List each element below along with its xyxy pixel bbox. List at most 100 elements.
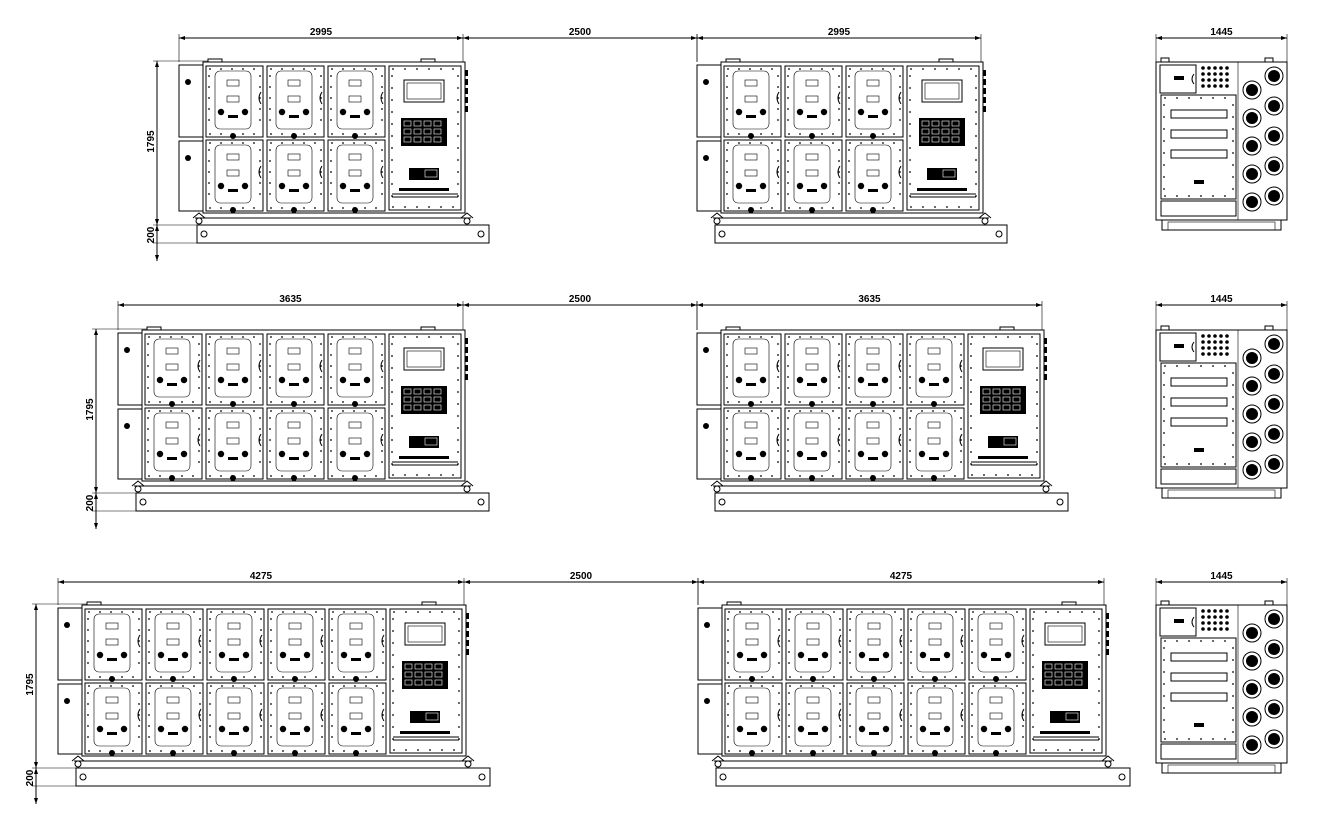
bolt [1022,629,1024,631]
pushbutton-icon [364,651,372,659]
arrow-head [698,580,704,584]
bolt [848,108,850,110]
bolt [789,750,791,752]
connector-icon [1264,454,1284,474]
bolt [292,68,294,70]
arrow-head [34,768,38,774]
bolt [750,685,752,687]
bolt [342,401,344,403]
bolt [970,451,972,453]
label-plate [807,457,817,460]
arrow-head [1281,36,1287,40]
bolt [1098,726,1100,728]
bolt [899,75,901,77]
bolt [342,207,344,209]
bolt [899,160,901,162]
door-handle-icon [776,165,780,179]
bolt [458,714,460,716]
bolt [777,343,779,345]
operating-knob-icon [231,676,237,682]
label-plate [929,457,939,460]
keypad-key [1012,388,1021,395]
gland-icon [704,622,710,628]
bolt [281,401,283,403]
bolt [909,387,911,389]
bolt [961,651,963,653]
bolt [303,475,305,477]
bolt [983,685,985,687]
bolt [159,475,161,477]
bolt [320,119,322,121]
arrow-head [34,762,38,768]
bolt [961,714,963,716]
bolt [899,387,901,389]
base-hole [477,230,485,238]
module-door [906,333,965,406]
bolt [760,401,762,403]
keypad-key [424,679,433,686]
side-fitting [1106,640,1109,646]
bolt [254,685,256,687]
bolt [121,685,123,687]
bolt [457,147,459,149]
indicator-window [744,95,758,103]
bolt [253,68,255,70]
pushbutton-icon [217,450,225,458]
operating-knob-icon [809,401,815,407]
feeder-module [327,65,386,139]
indicator-window [806,622,820,630]
bolt [209,68,211,70]
bolt [934,68,936,70]
bolt [320,108,322,110]
bolt [1098,654,1100,656]
bolt [727,736,729,738]
bolt [1212,640,1214,642]
bolt [1163,695,1165,697]
module-door [84,608,143,681]
bolt [138,714,140,716]
bolt [739,685,741,687]
bolt [199,618,201,620]
bolt [392,738,394,740]
bolt [1007,474,1009,476]
label-plate [350,457,360,460]
bolt [428,336,430,338]
door-handle-icon [319,165,323,179]
bolt [320,461,322,463]
bolt [330,354,332,356]
feeder-module [205,139,264,213]
arrow-head [697,303,703,307]
bolt [883,685,885,687]
keypad-key [1054,671,1063,678]
base-frame [1161,487,1282,499]
bolt [281,207,283,209]
bolt [832,133,834,135]
bolt [971,736,973,738]
bolt [270,651,272,653]
bolt [838,417,840,419]
bolt [282,685,284,687]
bolt [726,365,728,367]
bolt [800,611,802,613]
bolt [87,651,89,653]
bolt [860,68,862,70]
lifting-lug [1264,325,1274,331]
bolt [405,749,407,751]
bolt [1224,365,1226,367]
lifting-lug [1160,57,1170,63]
label-plate [1194,448,1204,452]
bolt [198,376,200,378]
bolt [381,75,383,77]
bolt [1163,128,1165,130]
pushbutton-icon [857,376,865,384]
gap-dimension-label: 2500 [569,294,592,305]
lifting-lug [146,326,162,331]
socket-dot [1207,78,1211,82]
bolt [1033,611,1035,613]
bolt [910,618,912,620]
bolt [417,749,419,751]
module-door [723,407,782,480]
bolt [954,401,956,403]
bolt [894,685,896,687]
socket-dot [1201,627,1205,631]
